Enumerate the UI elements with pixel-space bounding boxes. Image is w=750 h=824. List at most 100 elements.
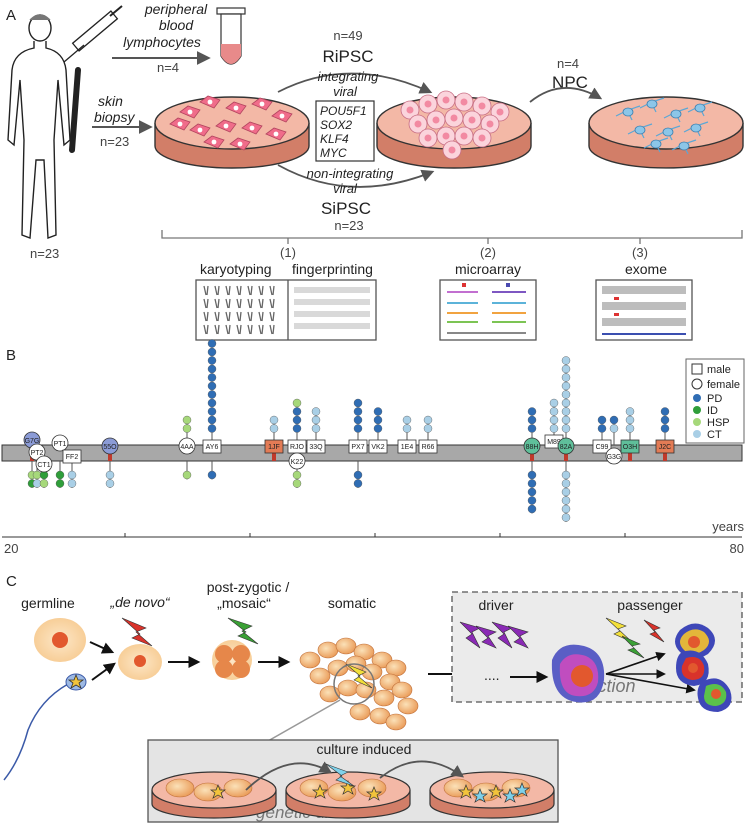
mutation-dot xyxy=(269,415,279,425)
male-marker xyxy=(655,439,675,454)
lightning-icon-purple xyxy=(475,625,497,649)
mutation-dot xyxy=(207,470,217,480)
female-marker xyxy=(605,447,623,465)
ipsc-cell xyxy=(442,140,462,160)
mutation-dot xyxy=(353,407,363,416)
mutation-dot xyxy=(561,504,571,514)
mutation-dot xyxy=(207,390,217,399)
npc-dish xyxy=(588,96,744,169)
line-label: AY6 xyxy=(206,444,219,451)
star-icon xyxy=(311,784,329,799)
chromosome-icon xyxy=(269,311,275,322)
de-novo-label: „de novo“ xyxy=(109,594,170,610)
mutation-dot xyxy=(207,398,217,408)
somatic-cell xyxy=(335,637,357,655)
somatic-tissue xyxy=(299,637,419,731)
ipsc-cell xyxy=(444,108,464,128)
chromosome-icon xyxy=(269,298,275,309)
fingerprinting-label: fingerprinting xyxy=(292,261,373,277)
karyotyping-label: karyotyping xyxy=(200,261,272,277)
blood-tube-icon xyxy=(216,7,246,65)
mutation-dot xyxy=(311,424,321,433)
analysis-num-1: (1) xyxy=(280,245,296,260)
mutation-dot xyxy=(527,496,537,505)
culture-induced-label: culture induced xyxy=(317,741,412,757)
analysis-num-2: (2) xyxy=(480,245,496,260)
line-label: C99 xyxy=(596,444,609,451)
line-label: VK2 xyxy=(371,444,384,451)
egg-cell xyxy=(34,618,86,662)
mutation-dot xyxy=(353,415,363,425)
male-marker xyxy=(368,439,388,454)
lollipop-55o: 55O xyxy=(101,437,119,488)
female-marker xyxy=(557,437,575,455)
mutation-dot xyxy=(561,407,571,416)
factors-box xyxy=(315,100,375,162)
axis-label-years: years xyxy=(712,519,744,534)
mutation-dot xyxy=(207,364,217,374)
panel-c-label: C xyxy=(6,573,17,590)
chromosome-icon xyxy=(236,298,242,309)
fibroblast-cell xyxy=(189,123,211,137)
fibroblast-cell xyxy=(179,105,201,119)
mutation-dot xyxy=(207,356,217,365)
lollipop-c99: C99 xyxy=(592,415,612,454)
npc-cell xyxy=(627,123,653,139)
factor-myc: MYC xyxy=(320,146,347,160)
lollipop-4aa: 4AA xyxy=(178,415,196,480)
somatic-cell xyxy=(373,689,395,707)
germline-arrow-1 xyxy=(89,641,115,654)
line-label: 82A xyxy=(560,444,573,451)
fibroblast-cell xyxy=(169,117,191,131)
mutation-dot xyxy=(561,390,571,399)
npc-cell xyxy=(663,107,689,123)
zygote-cell xyxy=(118,617,162,680)
mutation-dot xyxy=(32,479,42,488)
line-label: FF2 xyxy=(66,454,79,461)
npc-cell xyxy=(687,101,713,117)
star-icon xyxy=(365,786,383,801)
mutation-dot xyxy=(182,470,192,480)
daughter-cell-1 xyxy=(675,623,715,659)
mutation-dot xyxy=(67,479,77,488)
legend: male female PD ID HSP CT xyxy=(685,358,745,444)
somatic-cell xyxy=(337,679,359,697)
male-marker xyxy=(397,439,417,454)
fibroblast-cell xyxy=(229,137,251,151)
line-label: 88H xyxy=(526,444,539,451)
legend-female-circle xyxy=(691,378,703,390)
fibroblast-cell xyxy=(241,121,263,135)
mutation-dot xyxy=(625,415,635,425)
sipsc-arrow xyxy=(277,164,435,188)
ripsc-n: n=49 xyxy=(333,28,362,43)
female-marker xyxy=(523,437,541,455)
mutation-dot xyxy=(292,424,302,433)
line-label: PT2 xyxy=(31,450,44,457)
exome-label: exome xyxy=(625,261,667,277)
npc-cell xyxy=(671,139,697,155)
chromosome-icon xyxy=(225,285,231,296)
pbl-n: n=4 xyxy=(157,60,179,75)
line-label: PX7 xyxy=(351,444,364,451)
male-marker xyxy=(62,449,82,464)
npc-cell xyxy=(643,137,669,153)
embryo-cell xyxy=(212,617,259,680)
lollipop-82a: 82A xyxy=(557,356,575,522)
mutation-dot xyxy=(561,487,571,497)
mutation-dot xyxy=(207,347,217,357)
line-label: J2C xyxy=(659,444,671,451)
mutation-dot xyxy=(311,407,321,416)
female-marker xyxy=(101,437,119,455)
mutation-dot xyxy=(625,424,635,433)
drift-arrow-1 xyxy=(245,761,333,791)
mutation-dot xyxy=(373,407,383,416)
lollipop-1jf: 1JF xyxy=(264,415,284,461)
chromosome-icon xyxy=(269,285,275,296)
mutation-dot xyxy=(207,373,217,382)
ipsc-cell xyxy=(454,92,474,112)
mutation-dot xyxy=(373,424,383,433)
ipsc-cell xyxy=(454,126,474,146)
mutation-dot xyxy=(527,470,537,480)
factor-sox2: SOX2 xyxy=(320,118,352,132)
sipsc-method2: viral xyxy=(333,181,358,196)
